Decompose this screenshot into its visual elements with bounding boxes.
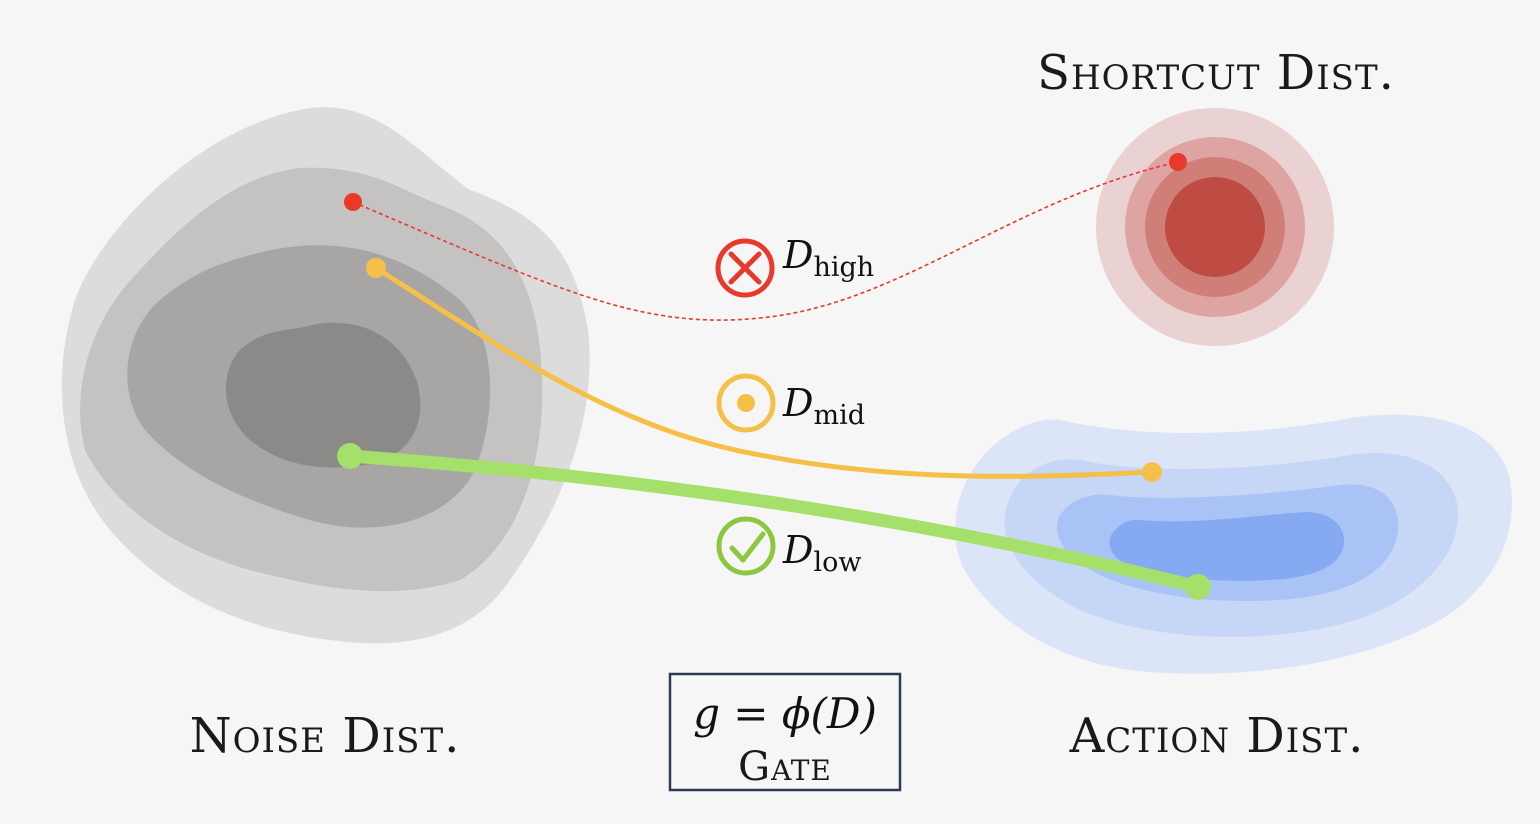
path-low-line bbox=[343, 449, 1205, 594]
gate-box: g = ϕ(D) Gate bbox=[668, 672, 902, 792]
gate-formula: g = ϕ(D) bbox=[693, 689, 877, 738]
label-mid: Dmid bbox=[716, 373, 865, 433]
label-high-text: Dhigh bbox=[782, 233, 874, 283]
check-circle-icon bbox=[716, 516, 776, 576]
label-low-text: Dlow bbox=[782, 528, 861, 578]
action-contour-4 bbox=[1109, 512, 1345, 581]
gate-name: Gate bbox=[738, 744, 832, 790]
label-mid-text: Dmid bbox=[782, 381, 865, 431]
path-mid-line bbox=[374, 265, 1153, 479]
shortcut-dist-title: Shortcut Dist. bbox=[1037, 45, 1395, 101]
path-low-end-dot bbox=[1185, 574, 1211, 600]
path-high-start-dot bbox=[344, 193, 362, 211]
path-high-line bbox=[352, 161, 1179, 321]
path-mid-end-dot bbox=[1142, 462, 1162, 482]
path-mid-start-dot bbox=[366, 258, 386, 278]
gate-box-frame bbox=[668, 672, 902, 792]
label-high: Dhigh bbox=[715, 233, 874, 298]
path-low bbox=[337, 443, 1211, 600]
path-high bbox=[344, 153, 1187, 321]
cross-circle-icon bbox=[715, 238, 775, 298]
noise-dist-title: Noise Dist. bbox=[190, 708, 461, 764]
action-dist-title: Action Dist. bbox=[1069, 708, 1365, 764]
shortcut-distribution bbox=[1096, 108, 1334, 346]
label-low: Dlow bbox=[716, 516, 861, 578]
path-low-start-dot bbox=[337, 443, 363, 469]
noise-contour-4 bbox=[225, 322, 421, 468]
shortcut-contour-4 bbox=[1165, 177, 1265, 277]
noise-distribution bbox=[61, 107, 590, 644]
path-mid bbox=[366, 258, 1162, 482]
path-high-end-dot bbox=[1169, 153, 1187, 171]
action-distribution bbox=[955, 414, 1512, 674]
dot-circle-icon bbox=[716, 373, 776, 433]
